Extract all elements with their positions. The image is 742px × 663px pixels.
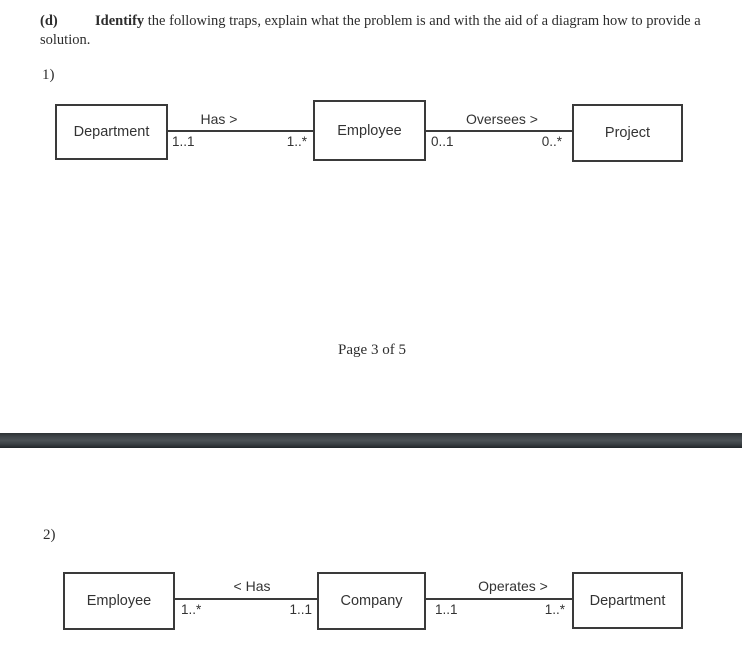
page-footer: Page 3 of 5 [338,342,406,358]
item-number-1: 1) [42,67,55,83]
entity-box-employee: Employee [313,100,426,161]
page-separator-bar [0,433,742,448]
entity-label: Department [73,124,150,140]
question-rest: the following traps, explain what the pr… [40,13,701,48]
entity-label: Company [340,593,403,609]
multiplicity-oversees-right: 0..* [541,134,562,149]
multiplicity-oversees-left: 0..1 [431,134,454,149]
multiplicity-has-right: 1..* [286,134,307,149]
relationship-label-has: Has > [200,111,238,127]
entity-box-employee-2: Employee [63,572,175,630]
entity-box-company: Company [317,572,426,630]
entity-label: Employee [337,122,402,139]
multiplicity-operates-right: 1..* [544,602,565,617]
relationship-line-has [167,130,313,132]
multiplicity-operates-left: 1..1 [435,602,458,617]
item-number-2: 2) [43,527,56,543]
multiplicity-has-left: 1..1 [172,134,195,149]
question-verb: Identify [95,13,145,29]
question-text: (d) Identify the following traps, explain… [40,12,712,49]
multiplicity-has2-left: 1..* [181,602,202,617]
relationship-label-oversees: Oversees > [466,111,538,127]
relationship-line-has-2 [175,598,317,600]
relationship-line-operates [426,598,572,600]
entity-label: Department [589,592,666,609]
entity-label: Employee [86,593,152,609]
entity-box-department-2: Department [572,572,683,629]
multiplicity-has2-right: 1..1 [289,602,312,617]
entity-box-project: Project [572,104,683,162]
relationship-line-oversees [426,130,572,132]
entity-box-department: Department [55,104,168,160]
question-label: (d) [40,13,58,29]
relationship-label-has-2: < Has [233,578,271,594]
entity-label: Project [604,125,651,141]
relationship-label-operates: Operates > [478,578,548,594]
